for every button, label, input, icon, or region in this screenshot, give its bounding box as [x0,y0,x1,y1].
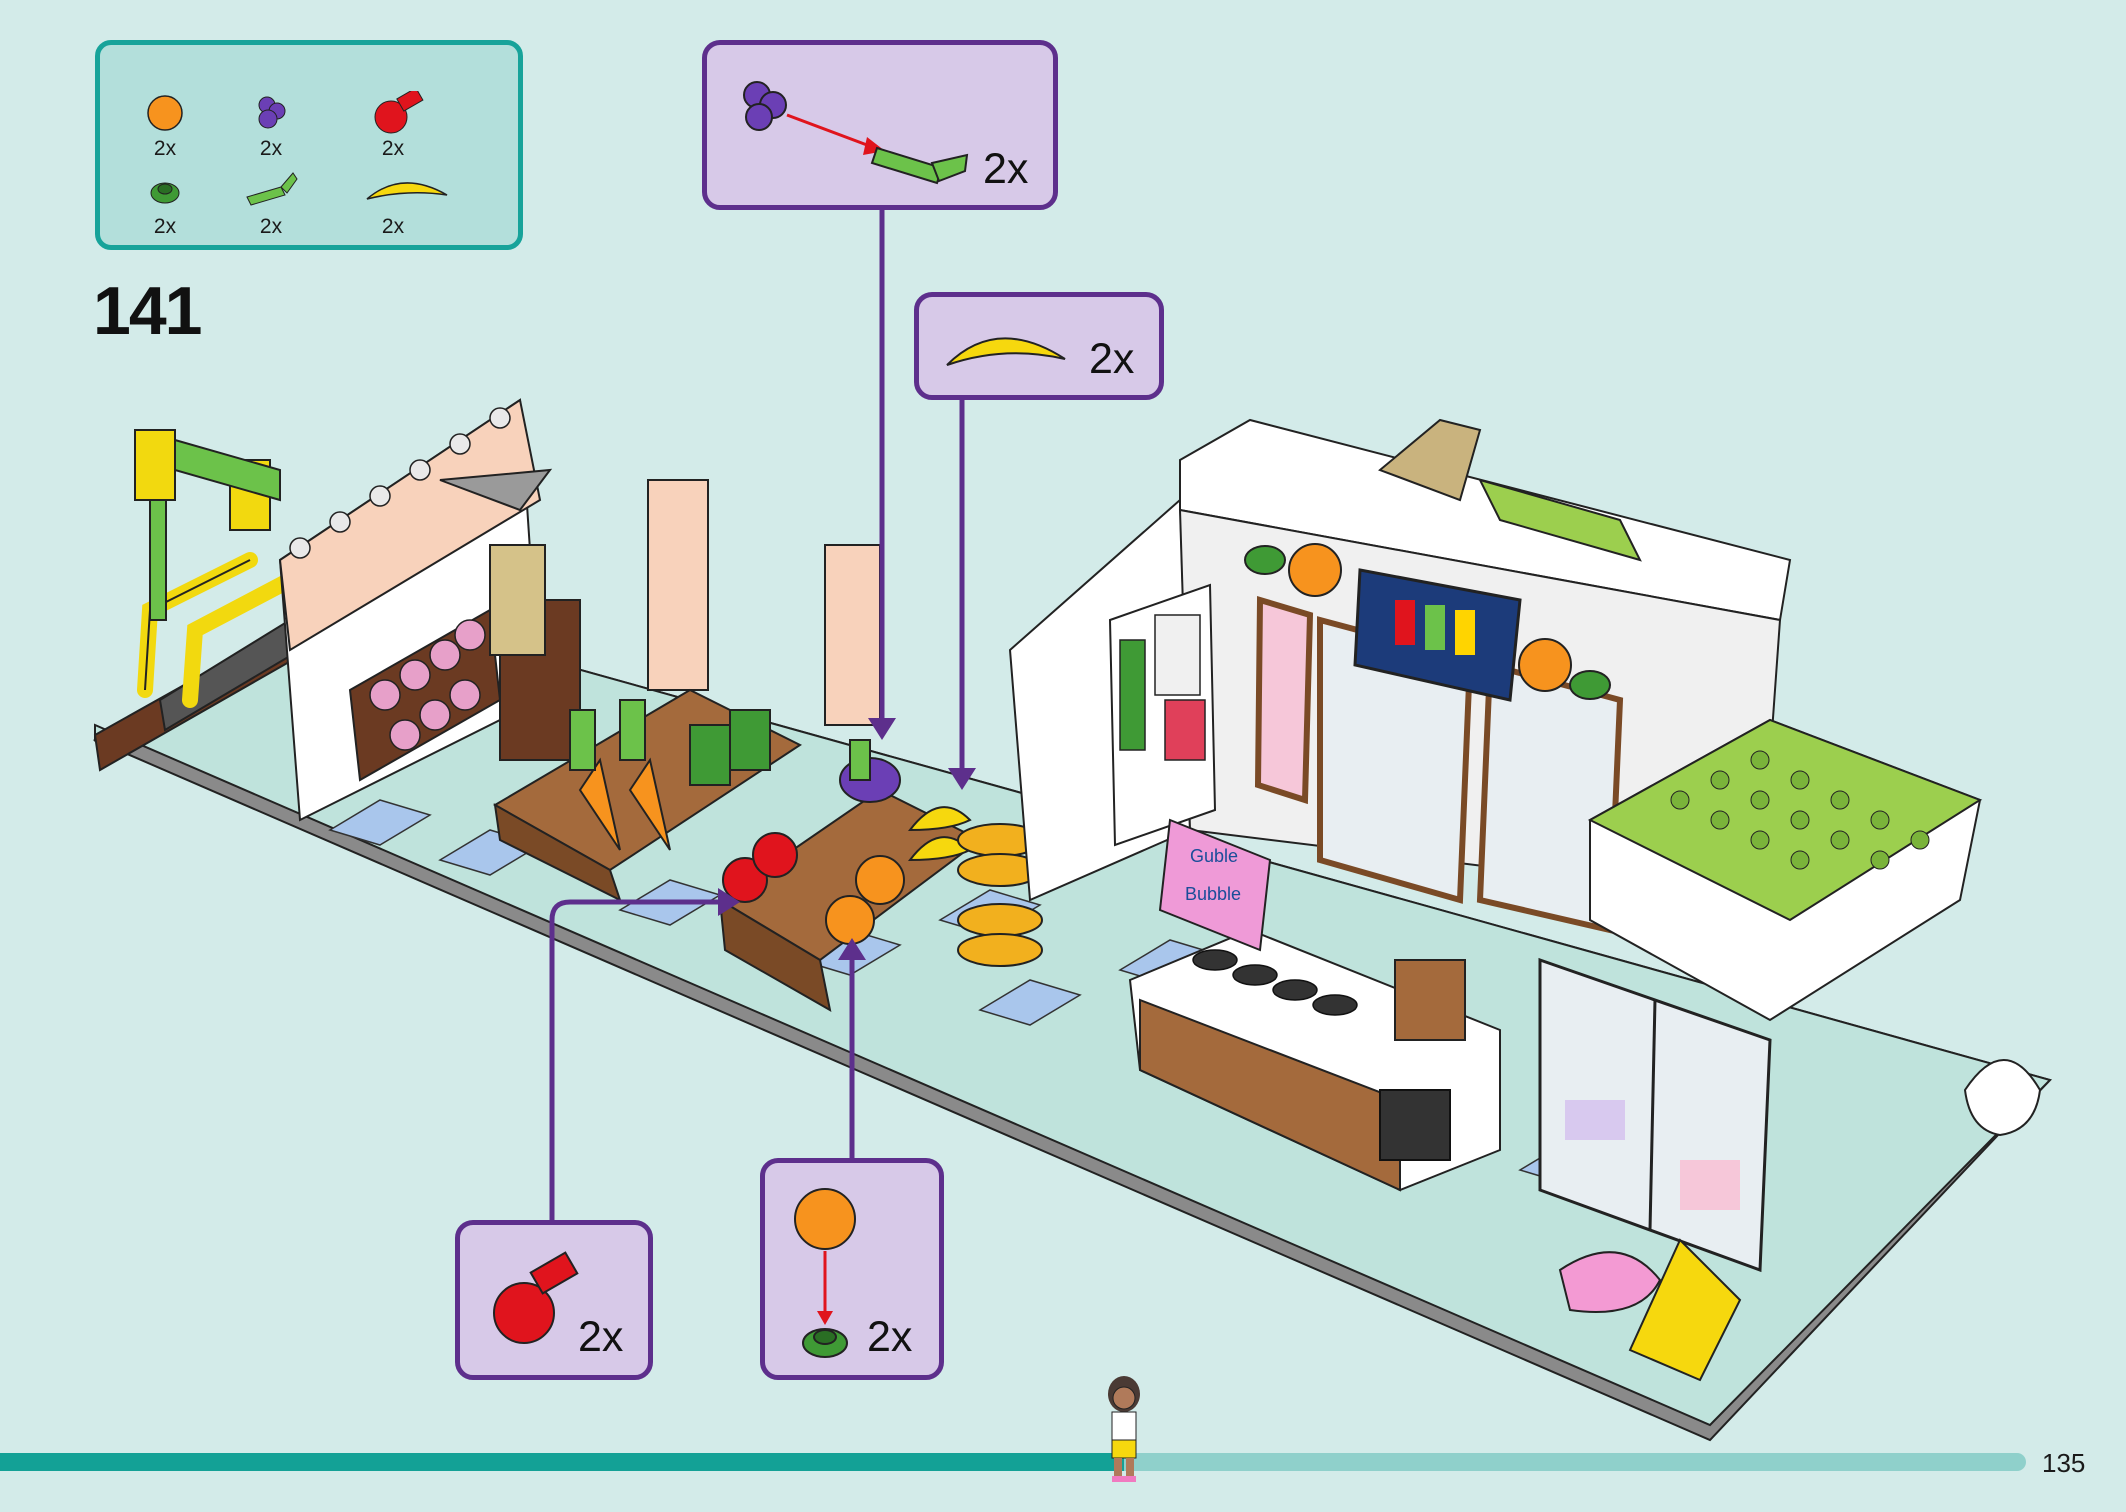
part-qty: 2x [259,137,283,160]
part-qty: 2x [381,215,405,238]
callout-qty: 2x [867,1313,913,1361]
grapes-icon [258,96,286,129]
part-green-plate: 2x [120,169,210,239]
progress-fill [0,1453,1124,1471]
green-stem-icon [246,172,298,206]
callout-qty: 2x [983,145,1029,193]
callout-qty: 2x [578,1313,624,1361]
apple-icon [493,1251,579,1344]
green-round-plate-icon [150,182,180,204]
sign-label-top: Guble [1190,846,1238,866]
callout-orange-plate: 2x [760,1158,944,1380]
part-qty: 2x [259,215,283,238]
orange-fruit-icon [147,95,183,131]
step-number: 141 [93,273,202,349]
part-grapes: 2x [226,91,316,161]
part-qty: 2x [381,137,405,160]
grapes-to-stem-icon [743,81,969,185]
page-number: 135 [2042,1448,2086,1478]
callout-qty: 2x [1089,335,1135,383]
callout-banana: 2x [914,292,1164,400]
sign-label-bottom: Bubble [1185,884,1241,904]
connector-apple [549,899,722,1222]
part-orange: 2x [120,91,210,161]
apple-icon [374,91,424,134]
callout-apple: 2x [455,1220,653,1380]
banana-icon [366,182,448,200]
part-qty: 2x [153,215,177,238]
callout-grapes-stem: 2x [702,40,1058,210]
part-banana: 2x [348,169,448,239]
part-qty: 2x [153,137,177,160]
progress-bar [0,1453,2026,1471]
part-green-stem: 2x [226,169,316,239]
minifigure-progress-marker [1108,1376,1140,1482]
parts-list-box: 2x 2x 2x 2x 2x 2x [95,40,523,250]
banana-icon [946,337,1066,366]
orange-to-plate-icon [794,1188,856,1358]
part-apple: 2x [348,91,438,161]
